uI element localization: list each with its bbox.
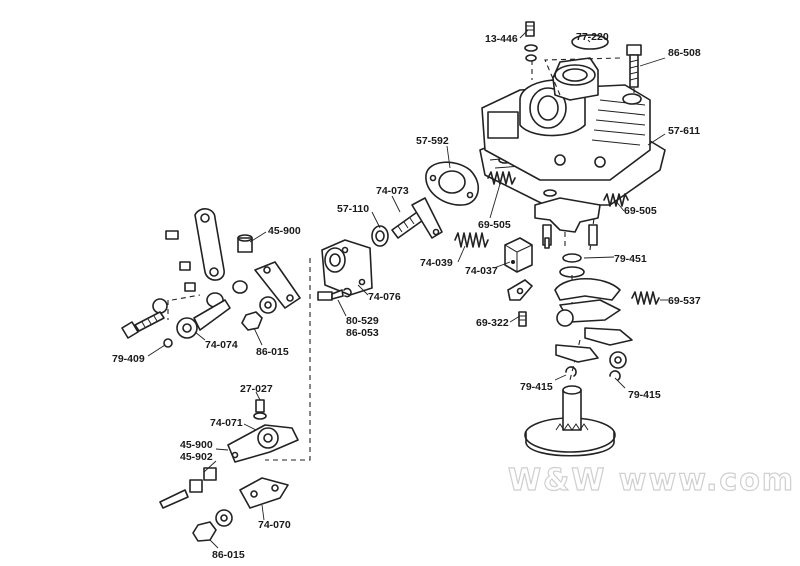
label-69-505-right: 69-505 (624, 205, 657, 217)
label-69-322: 69-322 (476, 317, 509, 329)
part-74-074-drawing (152, 298, 231, 339)
label-69-505-left: 69-505 (478, 219, 511, 231)
label-74-070: 74-070 (258, 519, 291, 531)
label-57-110: 57-110 (337, 203, 369, 215)
label-74-074: 74-074 (205, 339, 238, 351)
part-79-415-clip-right (609, 370, 621, 381)
label-57-592: 57-592 (416, 135, 449, 147)
label-45-902: 45-902 (180, 451, 213, 463)
label-79-415-right: 79-415 (628, 389, 661, 401)
part-57-592-drawing (425, 161, 480, 206)
watermark: W&W www.com (508, 463, 795, 498)
label-86-015-upper: 86-015 (256, 346, 289, 358)
part-74-071-drawing (227, 424, 299, 463)
part-74-076-drawing (321, 239, 373, 296)
label-13-446: 13-446 (485, 33, 518, 45)
label-74-071: 74-071 (210, 417, 243, 429)
label-79-451: 79-451 (614, 253, 647, 265)
label-74-037: 74-037 (465, 265, 498, 277)
label-69-537: 69-537 (668, 295, 701, 307)
float-bowl-base-drawing (524, 385, 616, 457)
label-45-900-upper: 45-900 (268, 225, 301, 237)
label-79-409: 79-409 (112, 353, 145, 365)
label-74-076: 74-076 (368, 291, 401, 303)
bracket-plate-drawing (232, 261, 301, 309)
part-69-537-spring (631, 291, 660, 305)
label-80-529: 80-529 (346, 315, 379, 327)
label-27-027: 27-027 (240, 383, 273, 395)
part-45-902-drawing (159, 467, 217, 509)
part-69-322-drawing (507, 279, 533, 327)
label-74-073: 74-073 (376, 185, 409, 197)
part-86-015-drawing-mid (241, 296, 277, 331)
part-27-027-drawing (253, 399, 267, 420)
label-86-053: 86-053 (346, 327, 379, 339)
part-80-529-drawing (317, 287, 352, 301)
part-69-505-spring-right (603, 193, 629, 207)
part-86-015-drawing-low (192, 509, 233, 542)
vent-block-drawing (534, 197, 601, 249)
part-79-451-drawing (562, 253, 582, 263)
label-77-220: 77-220 (576, 31, 609, 43)
part-86-508-drawing (626, 44, 642, 88)
label-86-508: 86-508 (668, 47, 701, 59)
part-57-110-drawing (371, 225, 389, 247)
part-79-409-drawing (121, 311, 173, 348)
label-57-611: 57-611 (668, 125, 700, 137)
label-45-900-lower: 45-900 (180, 439, 213, 451)
label-86-015-lower: 86-015 (212, 549, 245, 561)
label-74-039: 74-039 (420, 257, 453, 269)
linkage-arm-drawing (165, 208, 225, 308)
label-79-415-left: 79-415 (520, 381, 553, 393)
part-13-446-drawing (524, 21, 538, 62)
part-74-073-drawing (391, 197, 443, 239)
part-69-505-spring-left (487, 171, 516, 185)
part-45-900-bushing-drawing (237, 234, 253, 253)
part-74-037-drawing (504, 237, 533, 273)
leader-lines (147, 29, 668, 549)
part-74-070-drawing (239, 477, 289, 509)
part-74-039-spring (454, 232, 489, 248)
throttle-mechanism-drawing (554, 278, 633, 369)
carburetor-body-drawing (479, 57, 666, 206)
part-79-415-clip-left (565, 366, 577, 377)
